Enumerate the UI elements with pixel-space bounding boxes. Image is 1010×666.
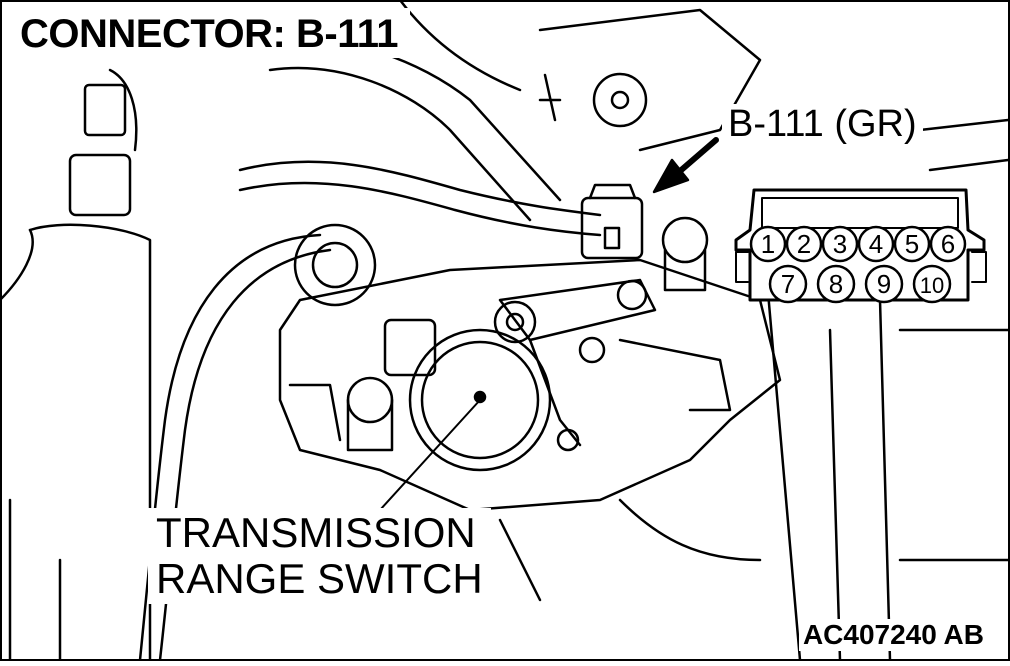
connector-side-tabs bbox=[735, 251, 987, 283]
range-switch-pointer-dot bbox=[473, 390, 487, 404]
lever-pivot-inner bbox=[505, 312, 525, 332]
connector-pin-4 bbox=[857, 225, 895, 263]
case-flange-left bbox=[288, 383, 342, 442]
upper-hose-2 bbox=[398, 0, 522, 92]
upper-mount-bracket bbox=[538, 8, 762, 152]
connector-pin-9 bbox=[864, 264, 904, 304]
connector-pin-label-5: 5 bbox=[905, 229, 919, 259]
connector-pin-label-1: 1 bbox=[761, 229, 775, 259]
knob-right bbox=[661, 216, 709, 264]
connector-label: B-111 (GR) bbox=[722, 103, 923, 146]
pipe-across-top bbox=[238, 160, 602, 217]
pins-bottom-row: 7 8 9 10 bbox=[768, 264, 952, 304]
connector-pin-label-2: 2 bbox=[797, 229, 811, 259]
range-switch-leader-line bbox=[379, 399, 481, 511]
stud-upper bbox=[538, 73, 562, 122]
right-frame-rail bbox=[828, 298, 892, 662]
knob-shaft bbox=[663, 248, 707, 292]
connector-pin-10 bbox=[912, 264, 952, 304]
connector-pin-6 bbox=[929, 225, 967, 263]
connector-pin-7 bbox=[768, 264, 808, 304]
connector-pin-3 bbox=[821, 225, 859, 263]
lever-arm-lower bbox=[528, 338, 582, 447]
connector-pin-label-4: 4 bbox=[869, 229, 883, 259]
round-port-inner bbox=[311, 241, 359, 289]
right-crossmember bbox=[898, 328, 1010, 562]
left-wire bbox=[108, 68, 138, 152]
lever-end-bolt bbox=[616, 279, 648, 311]
figure-code: AC407240 AB bbox=[798, 619, 988, 651]
upper-hose-bottom bbox=[268, 66, 532, 222]
b111-connector-latch bbox=[603, 226, 621, 250]
left-hose-edges bbox=[8, 498, 62, 662]
connector-pin-label-3: 3 bbox=[833, 229, 847, 259]
connector-pin-2 bbox=[785, 225, 823, 263]
connector-pin-5 bbox=[893, 225, 931, 263]
b111-connector-top bbox=[588, 183, 637, 200]
page-title: CONNECTOR: B-111 bbox=[10, 8, 411, 58]
case-flange-right bbox=[618, 338, 732, 412]
connector-pin-8 bbox=[816, 264, 856, 304]
connector-pin-label-7: 7 bbox=[781, 269, 795, 299]
bolt-lower bbox=[556, 428, 580, 452]
pipe-across-bottom bbox=[238, 181, 602, 237]
connector-pin-label-9: 9 bbox=[877, 269, 891, 299]
lever-pivot-outer bbox=[493, 300, 537, 344]
upper-mount-bolt-inner bbox=[610, 90, 630, 110]
lower-curve bbox=[618, 498, 762, 562]
component-label-line2: RANGE SWITCH bbox=[156, 555, 483, 603]
connector-pin-label-10: 10 bbox=[920, 273, 944, 298]
transmission-case bbox=[278, 258, 782, 512]
b111-connector-on-engine bbox=[580, 196, 644, 260]
left-bracket-part bbox=[83, 83, 127, 137]
component-label-line1: TRANSMISSION bbox=[156, 509, 476, 556]
right-upper-lines bbox=[918, 118, 1010, 172]
range-switch-inner bbox=[420, 340, 540, 460]
left-clamp bbox=[68, 153, 132, 217]
component-label: TRANSMISSION RANGE SWITCH bbox=[148, 508, 491, 605]
bolt-right bbox=[578, 336, 606, 364]
left-hose-curve bbox=[0, 228, 34, 302]
range-switch-body bbox=[408, 328, 552, 472]
small-side-connector bbox=[383, 318, 437, 377]
connector-pin-label-6: 6 bbox=[941, 229, 955, 259]
connector-arrow-head bbox=[652, 158, 690, 194]
bolt-shaft-left bbox=[346, 398, 394, 452]
connector-face-hood bbox=[761, 197, 959, 229]
upper-mount-bolt bbox=[592, 72, 648, 128]
left-hose-outline bbox=[28, 223, 152, 662]
connector-pin-1 bbox=[749, 225, 787, 263]
connector-pin-label-8: 8 bbox=[829, 269, 843, 299]
round-port-outer bbox=[293, 223, 377, 307]
